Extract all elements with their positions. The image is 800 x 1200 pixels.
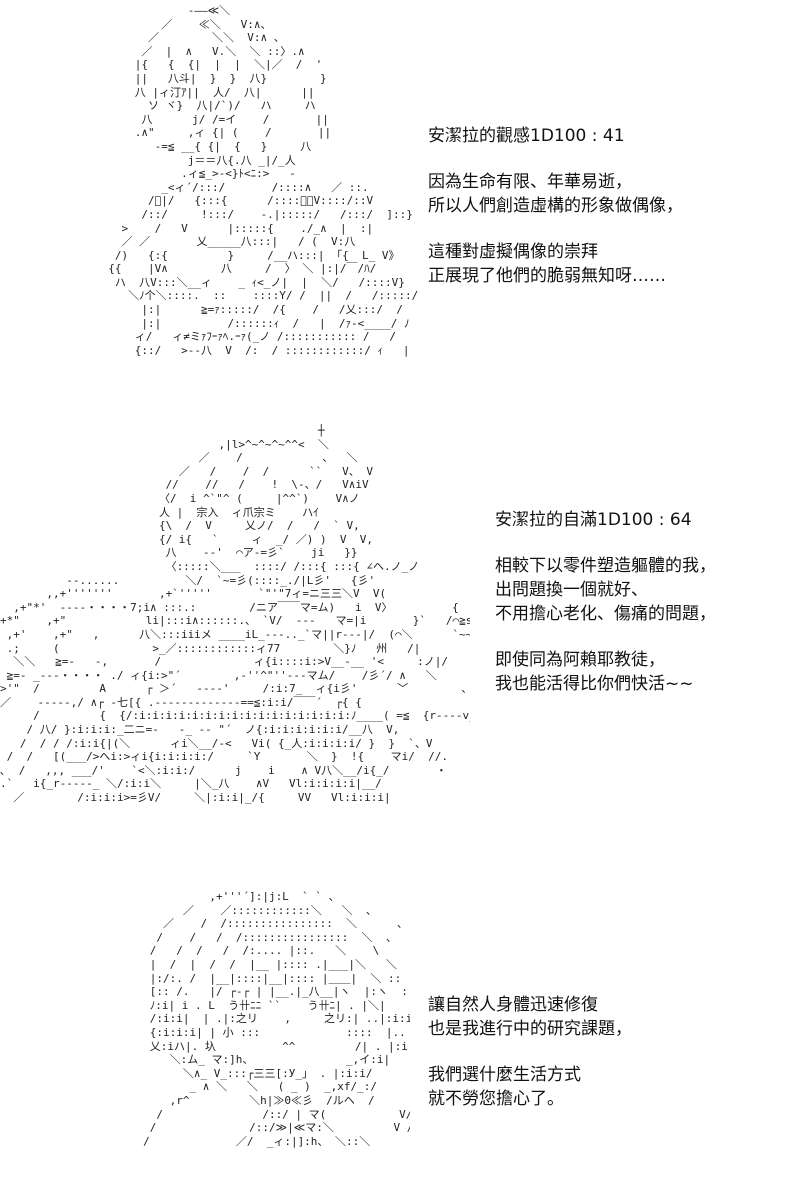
panel-line: 我也能活得比你們快活~~ [495, 674, 694, 694]
panel-line: 就不勞您擔心了。 [428, 1089, 564, 1109]
text-panel-observation: 安潔拉的觀感1D100 : 41 因為生命有限、年華易逝， 所以人們創造虛構的形… [428, 124, 683, 288]
panel-line: 不用擔心老化、傷痛的問題， [495, 604, 716, 624]
panel-line: 也是我進行中的研究課題， [428, 1019, 632, 1039]
panel-line: 出問題換一個就好、 [495, 580, 648, 600]
text-panel-pride: 安潔拉的自滿1D100 : 64 相較下以零件塑造軀體的我， 出問題換一個就好、… [495, 508, 716, 696]
panel-line: 這種對虛擬偶像的崇拜 [428, 242, 598, 262]
panel-heading: 安潔拉的自滿1D100 : 64 [495, 510, 692, 530]
panel-line: 正展現了他們的脆弱無知呀…… [428, 266, 666, 286]
ascii-art-figure-top: ‐――≪＼ ／ ≪＼ V:∧、 ／ ＼＼ V:∧ 、 ／ | ∧ V.＼ ＼ :… [108, 4, 419, 357]
panel-line: 所以人們創造虛構的形象做偶像， [428, 196, 683, 216]
panel-heading: 安潔拉的觀感1D100 : 41 [428, 126, 625, 146]
ascii-art-figure-bottom: ,+'''´]:|j:L ` ` 、 ／ ／::::::::::::＼ ＼ 、 … [143, 890, 410, 1148]
panel-line: 我們選什麼生活方式 [428, 1065, 581, 1085]
panel-line: 讓自然人身體迅速修復 [428, 995, 598, 1015]
panel-line: 即使同為阿賴耶教徒， [495, 650, 665, 670]
ascii-art-figure-middle: ┼ ,|l>^~^~^~^^< ＼ ／ / 、 ＼ ／ / / / `` V、 … [0, 424, 470, 805]
panel-line: 因為生命有限、年華易逝， [428, 172, 632, 192]
text-panel-research: 讓自然人身體迅速修復 也是我進行中的研究課題， 我們選什麼生活方式 就不勞您擔心… [428, 993, 632, 1111]
panel-line: 相較下以零件塑造軀體的我， [495, 556, 716, 576]
